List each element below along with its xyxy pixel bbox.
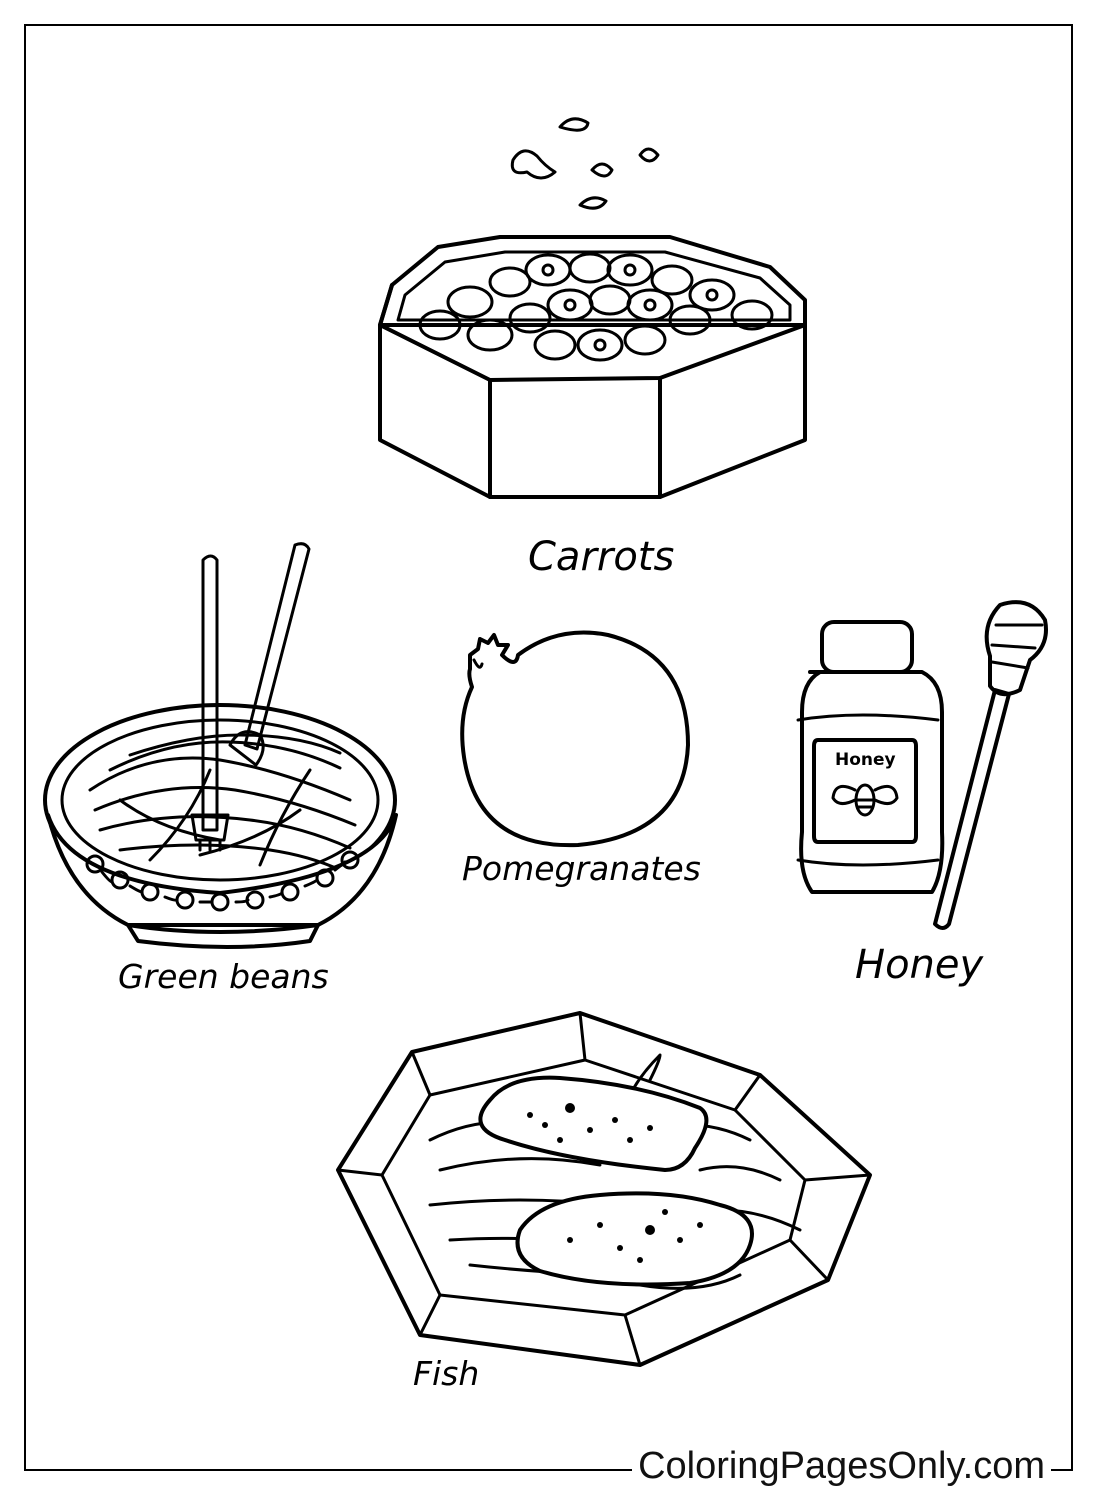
honey-jar-label: Honey bbox=[835, 750, 896, 770]
honey-dipper-icon bbox=[933, 600, 1048, 930]
fish-platter-icon bbox=[336, 1011, 872, 1367]
fish-label: Fish bbox=[413, 1354, 479, 1393]
green-beans-bowl-icon bbox=[43, 542, 398, 949]
pomegranates-label: Pomegranates bbox=[462, 849, 701, 888]
bee-icon bbox=[831, 783, 899, 817]
carrots-label: Carrots bbox=[528, 534, 674, 580]
green-beans-label: Green beans bbox=[118, 957, 329, 996]
honey-jar-icon: Honey bbox=[796, 620, 945, 894]
pomegranate-icon bbox=[460, 630, 690, 848]
site-brand-watermark: ColoringPagesOnly.com bbox=[632, 1440, 1051, 1492]
carrots-box-icon bbox=[378, 117, 807, 499]
honey-label: Honey bbox=[855, 942, 985, 988]
page-border bbox=[24, 24, 1073, 1471]
